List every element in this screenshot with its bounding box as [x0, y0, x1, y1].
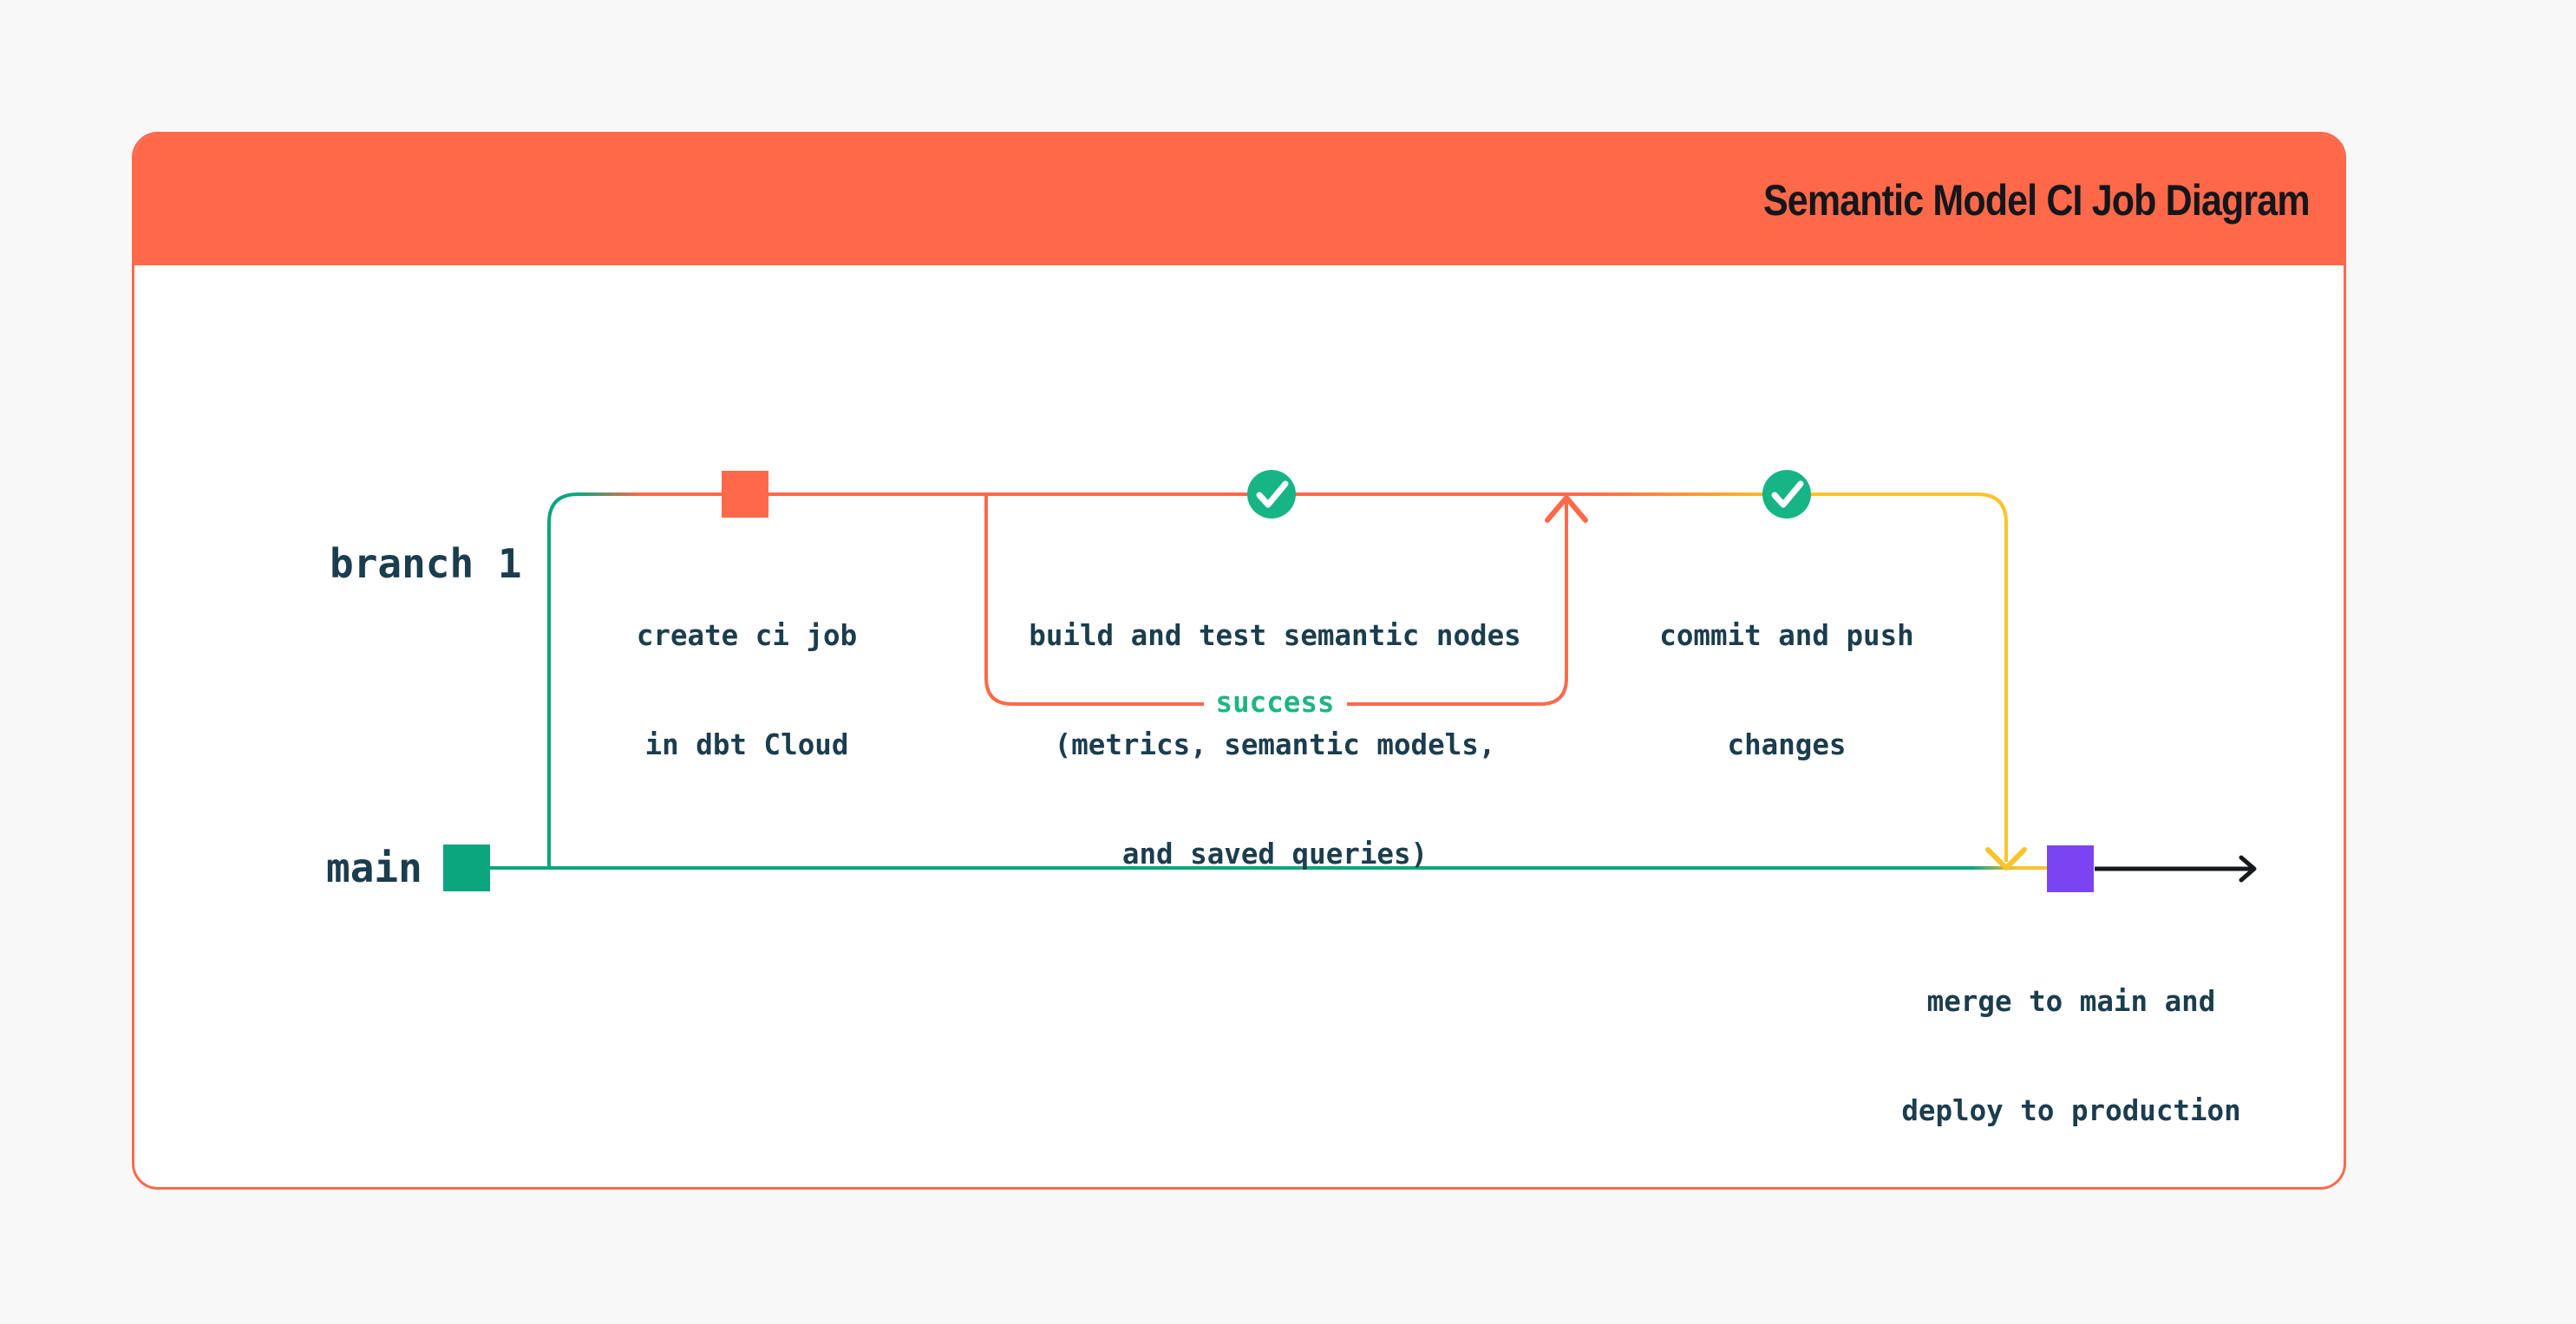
label-build-and-test: build and test semantic nodes (metrics, …	[1029, 619, 1521, 871]
card-header: Semantic Model CI Job Diagram	[134, 134, 2344, 265]
diagram-card: Semantic Model CI Job Diagram	[132, 132, 2346, 1190]
label-commit-and-push: commit and push changes	[1659, 619, 1914, 761]
label-create-ci-job: create ci job in dbt Cloud	[636, 619, 858, 761]
main-label: main	[326, 845, 422, 891]
page-title: Semantic Model CI Job Diagram	[1762, 175, 2311, 225]
branch-1-label: branch 1	[330, 540, 522, 587]
label-success: success	[1215, 686, 1335, 719]
label-merge-to-main: merge to main and deploy to production	[1901, 985, 2241, 1127]
